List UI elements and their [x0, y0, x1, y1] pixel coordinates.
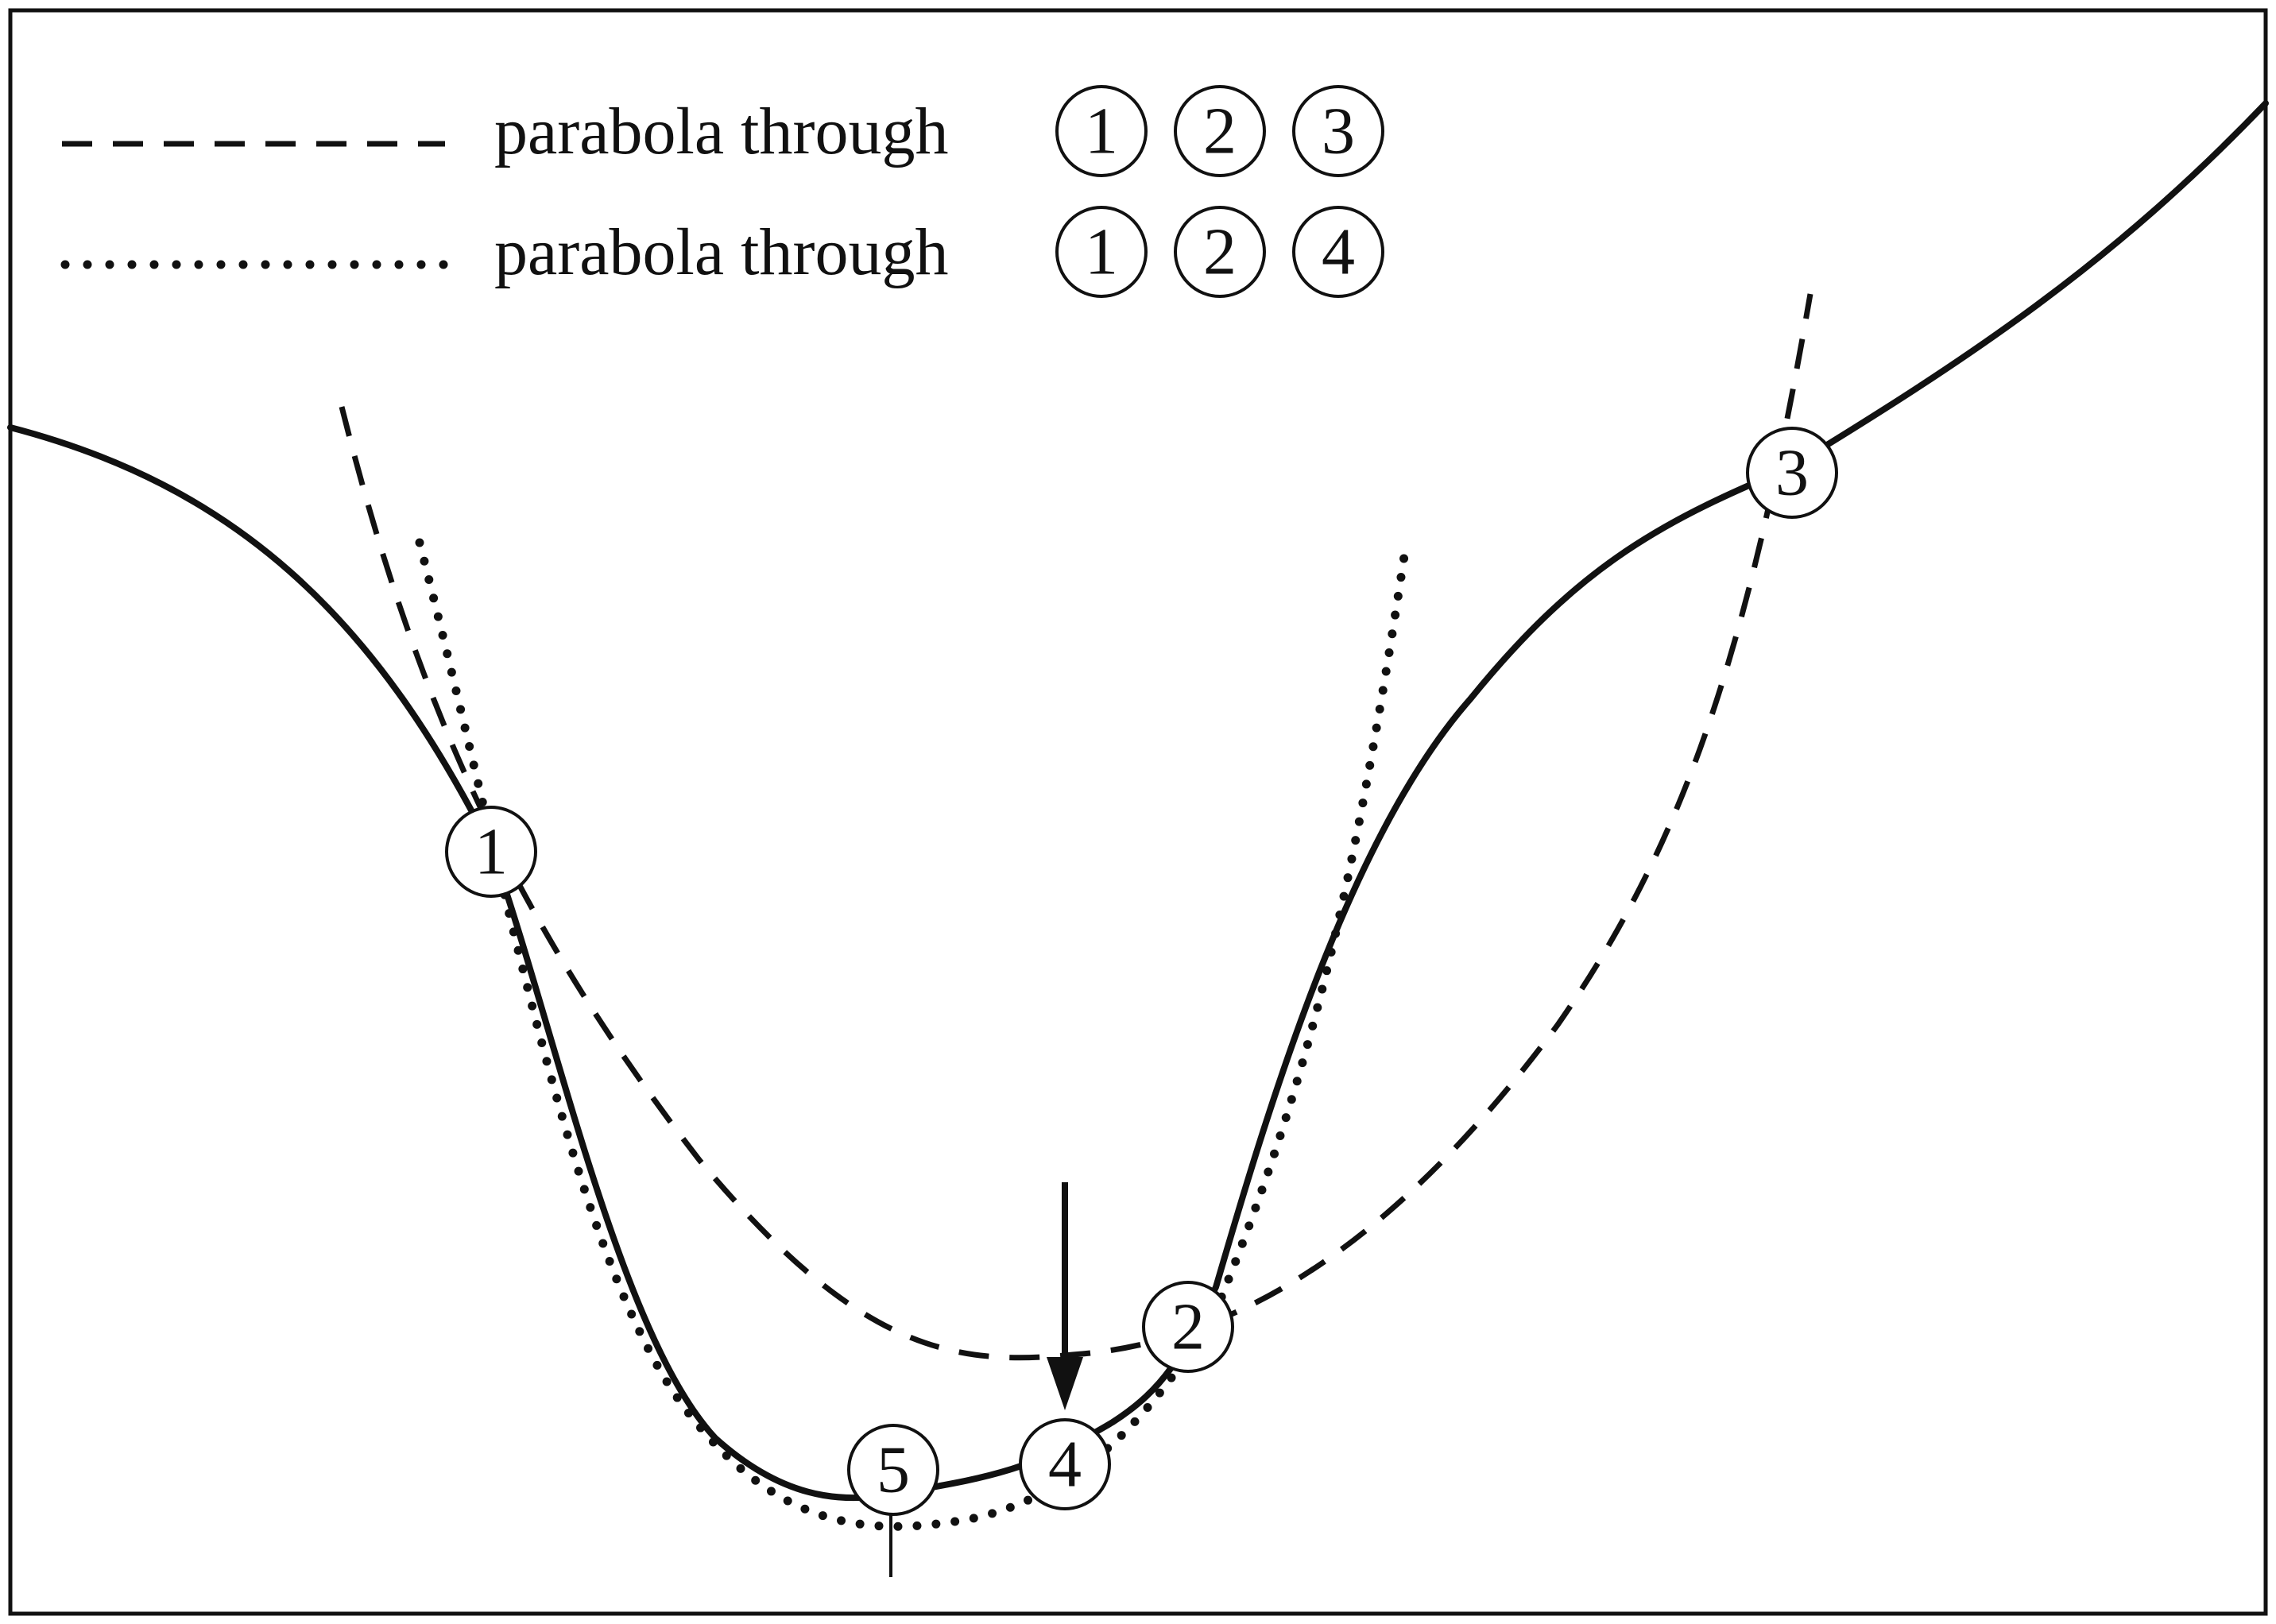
legend-number-1: 1 — [1055, 206, 1148, 298]
legend-number-4: 4 — [1292, 206, 1384, 298]
legend-number-3: 3 — [1292, 85, 1384, 177]
svg-text:3: 3 — [1322, 95, 1355, 168]
svg-text:2: 2 — [1203, 95, 1237, 168]
function-curve — [7, 100, 2269, 1502]
point-marker-2: 2 — [1142, 1281, 1234, 1373]
dashed-parabola-123 — [339, 293, 1813, 1361]
svg-text:1: 1 — [1085, 95, 1118, 168]
svg-text:2: 2 — [1203, 215, 1237, 289]
point-marker-3: 3 — [1746, 427, 1838, 519]
point-marker-4: 4 — [1019, 1418, 1111, 1510]
legend-label: parabola through — [494, 215, 948, 289]
down-arrow-icon — [1047, 1182, 1083, 1410]
legend-item-dotted: parabola through 1 2 4 — [60, 206, 1384, 298]
frame-border — [8, 8, 2268, 1616]
svg-text:1: 1 — [1085, 215, 1118, 289]
point-marker-5: 5 — [847, 1424, 939, 1516]
legend-number-2: 2 — [1174, 206, 1266, 298]
dotted-parabola-124 — [415, 536, 1411, 1531]
svg-text:4: 4 — [1322, 215, 1355, 289]
legend: parabola through 1 2 3 parabola through … — [60, 85, 1384, 298]
legend-label: parabola through — [494, 95, 948, 168]
svg-text:4: 4 — [1048, 1428, 1082, 1502]
svg-text:2: 2 — [1171, 1290, 1205, 1364]
point-marker-1: 1 — [445, 806, 537, 898]
svg-text:5: 5 — [877, 1433, 910, 1507]
legend-number-1: 1 — [1055, 85, 1148, 177]
svg-text:1: 1 — [474, 815, 508, 889]
svg-text:3: 3 — [1775, 436, 1809, 510]
legend-number-2: 2 — [1174, 85, 1266, 177]
legend-item-dashed: parabola through 1 2 3 — [62, 85, 1384, 177]
